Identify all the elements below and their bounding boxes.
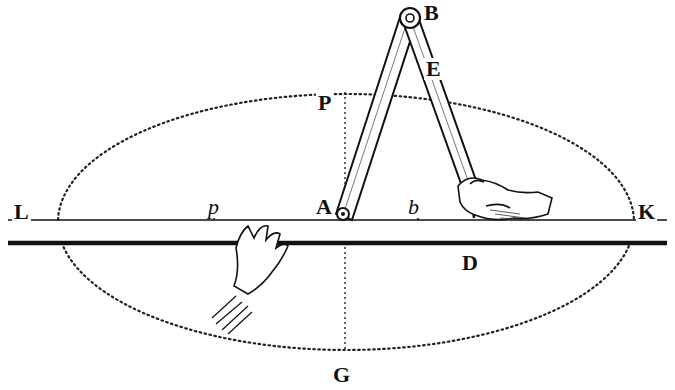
point-letter: b [406,196,421,218]
point-letter: E [424,58,443,80]
point-letter: D [460,252,480,274]
point-letter: G [331,364,352,386]
point-letter: K [636,201,657,223]
point-letter: A [314,196,334,218]
point-letter: P [316,92,333,114]
point-letter: p [206,196,221,218]
point-letter: B [422,2,441,24]
point-letter: L [12,201,31,223]
